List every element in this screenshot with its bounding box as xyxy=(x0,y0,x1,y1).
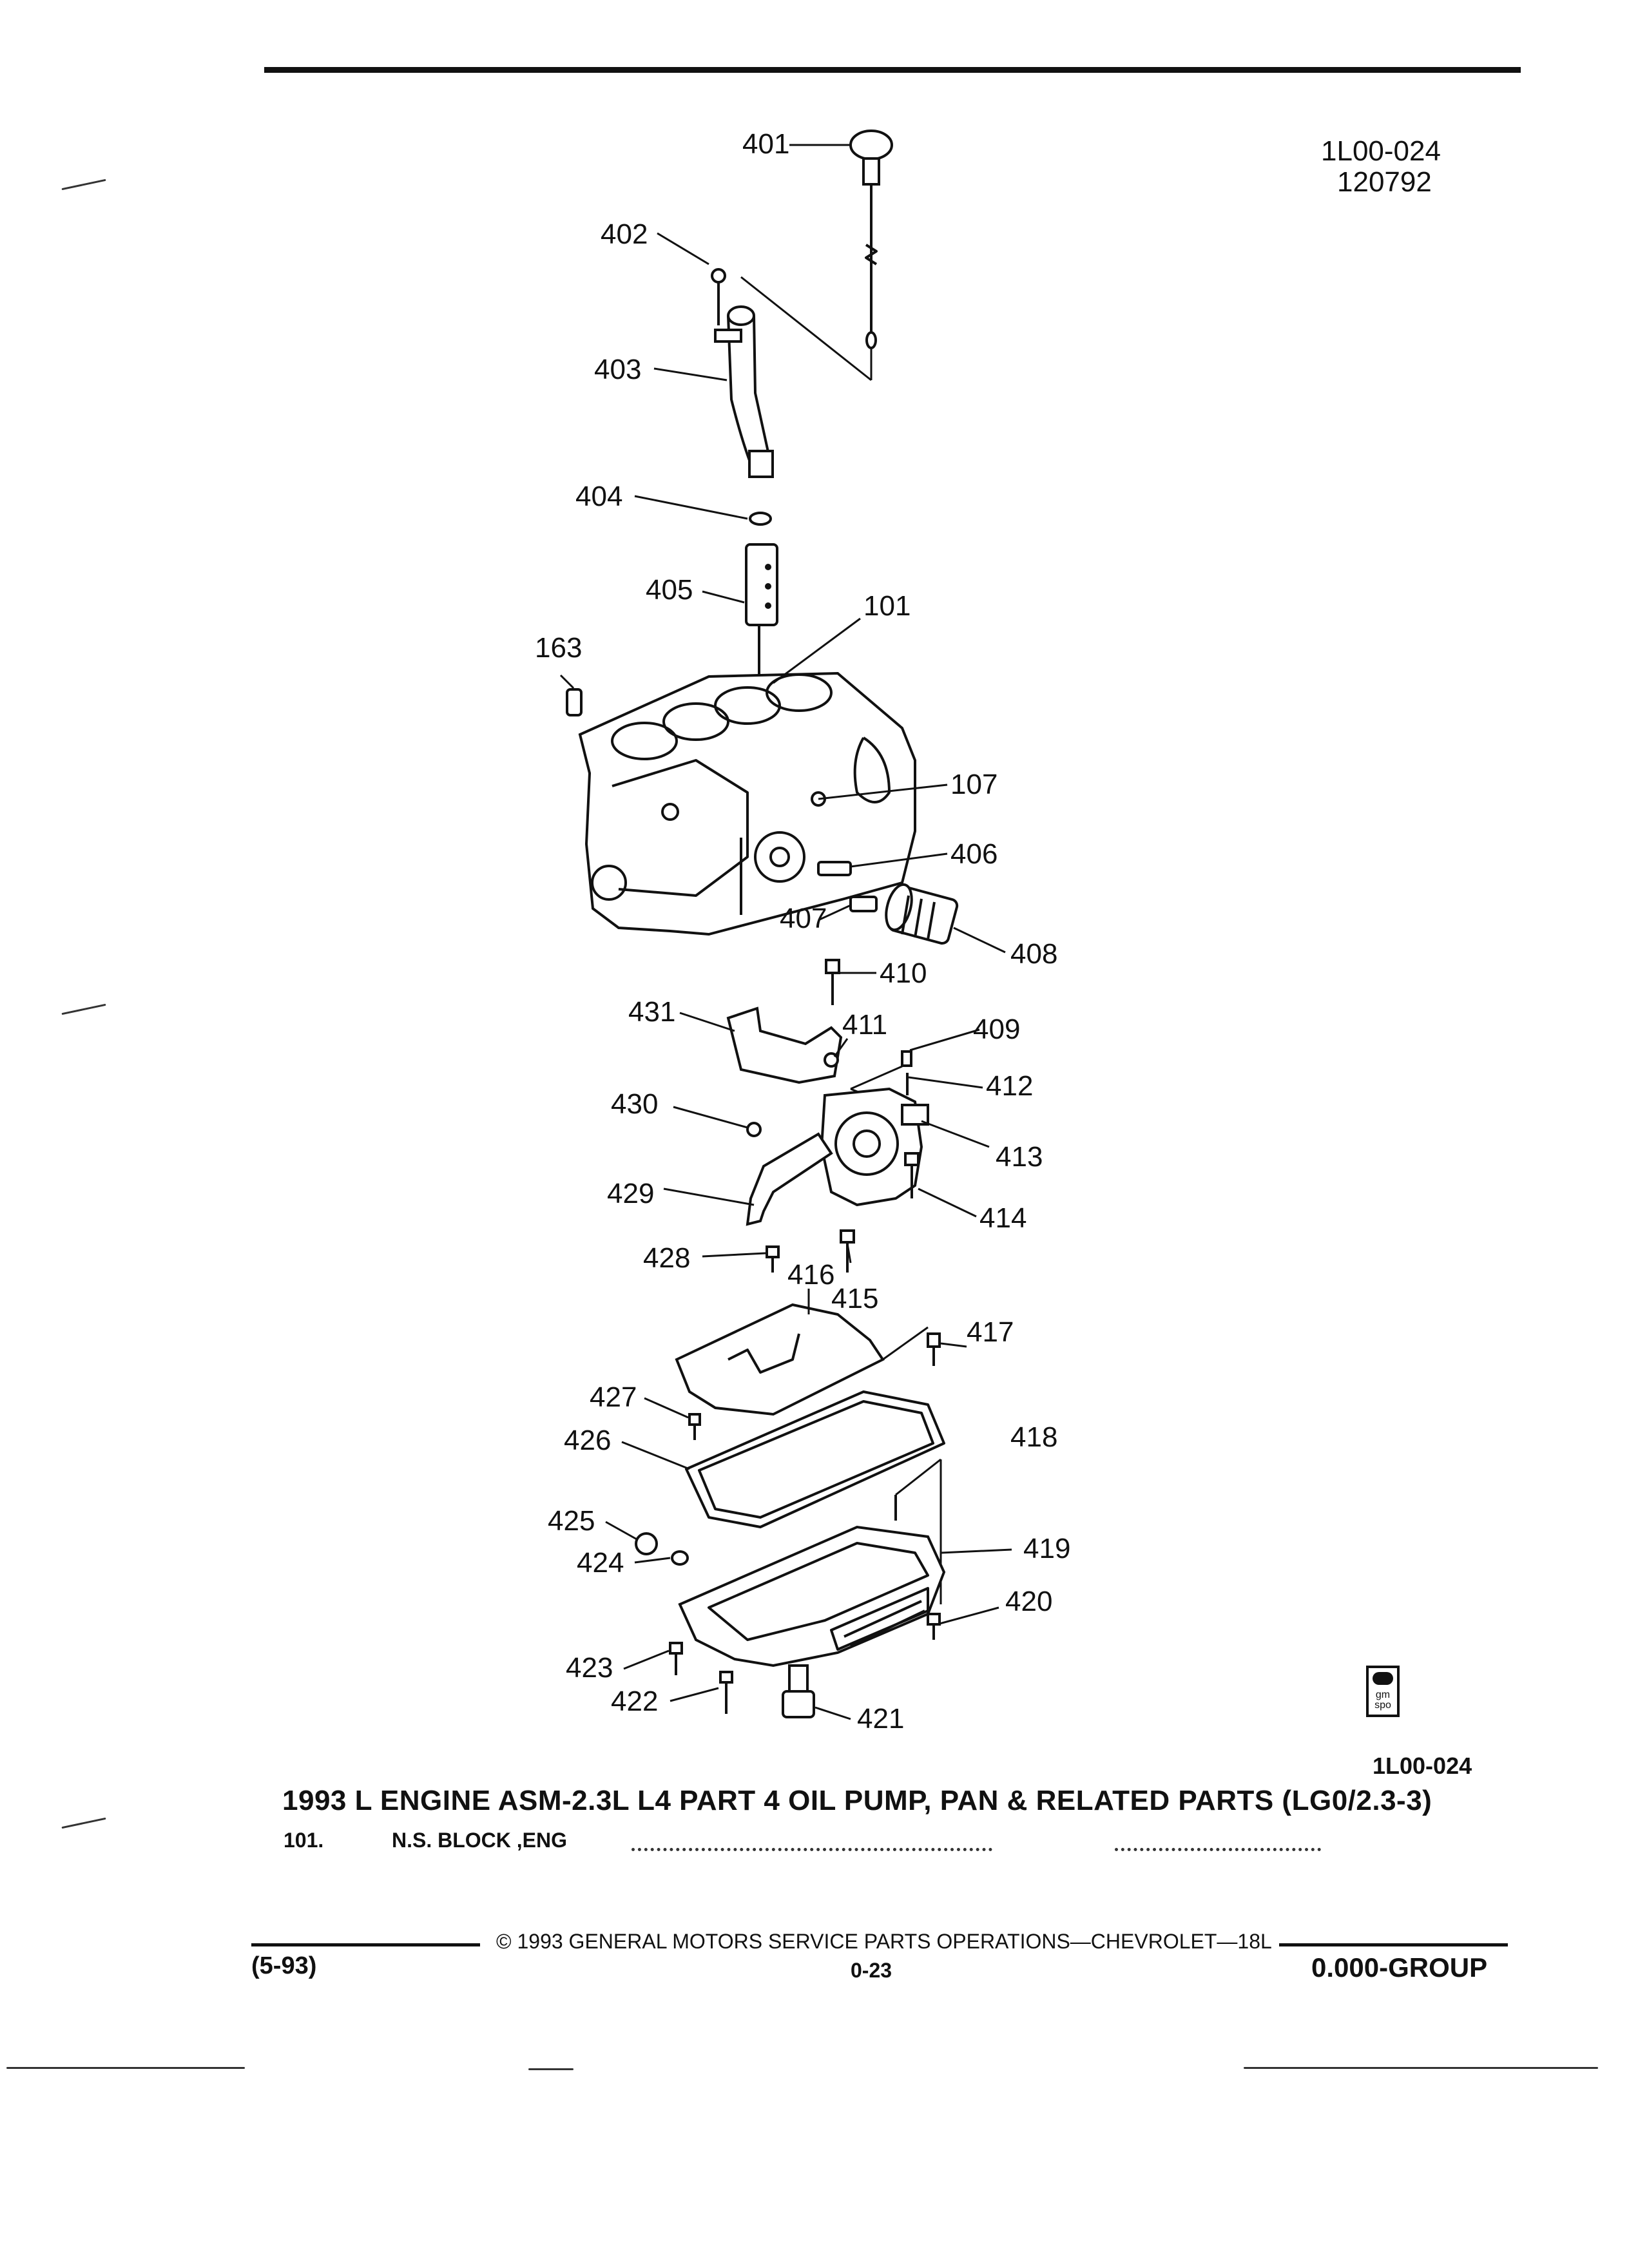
leader-line xyxy=(895,1458,941,1496)
footer-rule-left xyxy=(251,1943,480,1946)
bolt-part xyxy=(711,268,726,325)
gasket-part xyxy=(685,1390,945,1528)
callout-422: 422 xyxy=(611,1686,658,1717)
oil-pan-part xyxy=(678,1525,946,1667)
bolt-part xyxy=(719,1671,733,1714)
dipstick-tube-part xyxy=(714,305,774,478)
scan-mark xyxy=(1244,2067,1598,2069)
callout-426: 426 xyxy=(564,1425,611,1456)
callout-418: 418 xyxy=(1010,1421,1057,1453)
bracket-part xyxy=(726,1006,843,1084)
plug-part xyxy=(566,688,583,716)
footer-rule-right xyxy=(1279,1943,1508,1946)
callout-leaders xyxy=(559,144,1012,1720)
callout-420: 420 xyxy=(1005,1586,1052,1617)
part-description: N.S. BLOCK ,ENG xyxy=(392,1829,568,1852)
bolt-part xyxy=(688,1413,701,1440)
footer-page: 0-23 xyxy=(851,1959,892,1982)
bolt-part xyxy=(927,1332,941,1366)
callout-430: 430 xyxy=(611,1088,658,1120)
bolt-part xyxy=(825,959,840,1005)
header-code: 1L00-024 xyxy=(1321,135,1441,167)
footer-date: (5-93) xyxy=(251,1952,317,1979)
callout-415: 415 xyxy=(831,1283,878,1314)
callout-410: 410 xyxy=(880,957,927,989)
dot-leader xyxy=(631,1848,992,1851)
bolt-part xyxy=(669,1642,683,1675)
callout-421: 421 xyxy=(857,1703,904,1735)
callout-423: 423 xyxy=(566,1652,613,1684)
callout-403: 403 xyxy=(594,354,641,385)
plug-part xyxy=(635,1532,658,1555)
callout-411: 411 xyxy=(842,1009,887,1041)
callout-107: 107 xyxy=(950,769,998,800)
dot-leader xyxy=(1115,1848,1321,1851)
oil-filter-part xyxy=(885,883,959,945)
fitting-part xyxy=(817,861,878,912)
page-title: 1993 L ENGINE ASM-2.3L L4 PART 4 OIL PUM… xyxy=(282,1785,1432,1816)
pickup-tube-part xyxy=(746,1132,833,1226)
callout-425: 425 xyxy=(548,1505,595,1537)
leader-line xyxy=(850,1065,903,1090)
scan-mark xyxy=(528,2068,574,2070)
gm-spo-logo: gm spo xyxy=(1366,1666,1400,1717)
callout-413: 413 xyxy=(996,1141,1043,1173)
callout-419: 419 xyxy=(1023,1533,1070,1564)
callout-424: 424 xyxy=(577,1547,624,1579)
bolt-part xyxy=(746,1122,762,1137)
callout-431: 431 xyxy=(628,996,675,1028)
callout-405: 405 xyxy=(646,574,693,606)
washer-part xyxy=(671,1550,689,1566)
callout-429: 429 xyxy=(607,1178,654,1209)
pin-part xyxy=(901,1050,912,1067)
bolt-part xyxy=(904,1152,920,1198)
top-rule xyxy=(264,67,1521,73)
callout-417: 417 xyxy=(967,1316,1014,1348)
callout-402: 402 xyxy=(601,218,648,250)
callout-428: 428 xyxy=(643,1242,690,1274)
callout-414: 414 xyxy=(979,1202,1027,1234)
sleeve-part xyxy=(745,543,778,850)
callout-409: 409 xyxy=(973,1014,1020,1045)
callout-163: 163 xyxy=(535,632,582,664)
scan-mark xyxy=(6,2067,245,2069)
callout-101: 101 xyxy=(863,590,911,622)
callout-412: 412 xyxy=(986,1070,1033,1102)
callout-401: 401 xyxy=(742,128,789,160)
callout-labels: 401 402 403 404 405 101 163 107 406 407 … xyxy=(535,128,1070,1735)
bolt-part xyxy=(840,1229,855,1273)
callout-407: 407 xyxy=(780,903,827,934)
callout-416: 416 xyxy=(787,1259,834,1291)
o-ring-part xyxy=(749,512,772,526)
dipstick-part xyxy=(740,130,893,381)
callout-406: 406 xyxy=(950,838,998,870)
callout-427: 427 xyxy=(590,1381,637,1413)
drain-plug-part xyxy=(782,1664,815,1718)
engine-block-part xyxy=(578,671,916,936)
callout-404: 404 xyxy=(575,481,622,512)
callout-408: 408 xyxy=(1010,938,1057,970)
baffle-part xyxy=(728,1333,800,1374)
figure-code: 1L00-024 xyxy=(1373,1753,1472,1779)
header-date: 120792 xyxy=(1337,166,1432,198)
part-number: 101. xyxy=(284,1829,324,1852)
footer-copyright: © 1993 GENERAL MOTORS SERVICE PARTS OPER… xyxy=(496,1930,1272,1953)
footer-group: 0.000-GROUP xyxy=(1311,1952,1488,1983)
gasket-part xyxy=(698,1400,934,1519)
leader-line xyxy=(882,1326,929,1361)
oil-pump-part xyxy=(820,1087,929,1207)
logo-text: gm spo xyxy=(1374,1689,1391,1711)
bolt-part xyxy=(927,1613,941,1640)
bolt-part xyxy=(766,1245,780,1273)
